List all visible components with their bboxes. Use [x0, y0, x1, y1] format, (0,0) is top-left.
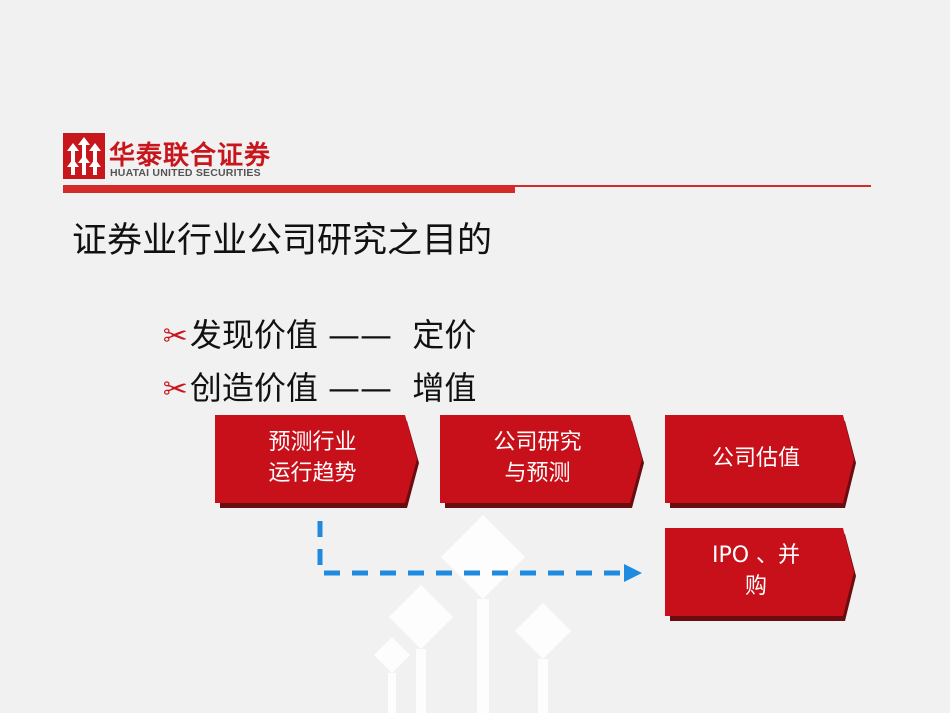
logo-chinese-name: 华泰联合证券 [109, 141, 272, 171]
step-label-line1: 预测行业 [268, 430, 357, 456]
bullet-item: ✂创造价值 —— 增值 [122, 325, 477, 447]
process-step-forecast-industry: 预测行业运行趋势 [215, 415, 420, 509]
process-step-company-valuation: 公司估值 [665, 415, 857, 509]
process-step-ipo-merger: IPO 、并购 [665, 528, 857, 622]
bullet-text: 发现价值 —— 定价 [189, 316, 477, 354]
slide-title: 证券业行业公司研究之目的 [72, 221, 493, 261]
step-label-line1: 公司研究 [493, 430, 582, 456]
bullet-text: 创造价值 —— 增值 [189, 369, 477, 407]
step-label-line2: 与预测 [504, 461, 571, 486]
process-step-company-research: 公司研究与预测 [440, 415, 645, 509]
step-label-line1: IPO 、并 [711, 543, 801, 569]
huatai-logo-mark-icon [63, 133, 105, 179]
bullet-item: ✂发现价值 —— 定价 [122, 272, 477, 394]
scissors-icon: ✂ [162, 319, 188, 354]
step-label-line2: 购 [744, 574, 767, 599]
header-rule-thin [515, 185, 871, 187]
scissors-icon: ✂ [162, 372, 188, 407]
step-label-line2: 运行趋势 [268, 461, 357, 486]
header-rule-thick [63, 185, 515, 193]
logo-english-name: HUATAI UNITED SECURITIES [110, 167, 261, 179]
step-label-line1: 公司估值 [711, 445, 800, 471]
company-logo: 华泰联合证券 HUATAI UNITED SECURITIES [63, 133, 323, 183]
